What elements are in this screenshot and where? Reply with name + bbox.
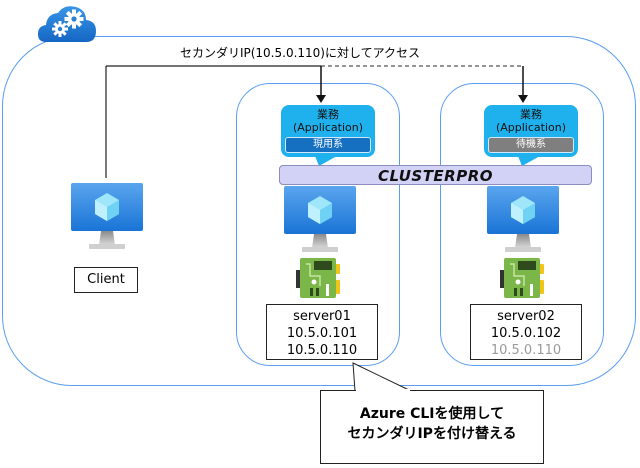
- callout-pointer: [352, 362, 412, 392]
- app-title: 業務: [317, 108, 339, 121]
- app-title: 業務: [520, 108, 542, 121]
- callout-line-2: セカンダリIPを付け替える: [347, 426, 517, 442]
- server02-application-bubble: 業務 (Application) 待機系: [484, 105, 578, 166]
- server-name: server02: [497, 309, 555, 324]
- server-name: server01: [293, 309, 351, 324]
- access-label: セカンダリIP(10.5.0.110)に対してアクセス: [179, 46, 421, 60]
- role-badge-active: 現用系: [285, 137, 371, 153]
- primary-ip: 10.5.0.101: [286, 326, 358, 341]
- secondary-ip-inactive: 10.5.0.110: [490, 343, 562, 358]
- server01-boundary: [236, 83, 400, 366]
- server02-vm-icon: [487, 186, 559, 252]
- callout-line-1: Azure CLIを使用して: [359, 406, 505, 422]
- callout-box: Azure CLIを使用して セカンダリIPを付け替える: [320, 390, 544, 464]
- primary-ip: 10.5.0.102: [490, 326, 562, 341]
- cloud-boundary: [2, 36, 636, 386]
- server01-application-bubble: 業務 (Application) 現用系: [281, 105, 375, 166]
- clusterpro-bar: CLUSTERPRO: [279, 165, 592, 185]
- server02-boundary: [440, 83, 604, 366]
- role-badge-standby: 待機系: [488, 137, 574, 153]
- callout-pointer-join: [356, 389, 410, 392]
- server01-nic-icon: [296, 258, 340, 298]
- secondary-ip-active: 10.5.0.110: [286, 343, 358, 358]
- server02-nic-icon: [500, 258, 544, 298]
- client-label: Client: [74, 267, 138, 293]
- server02-info-box: server02 10.5.0.102 10.5.0.110: [470, 304, 582, 360]
- server01-info-box: server01 10.5.0.101 10.5.0.110: [266, 304, 378, 360]
- cloud-gears-icon: [38, 6, 96, 42]
- app-subtitle: (Application): [292, 121, 364, 134]
- client-vm-icon: [71, 183, 143, 249]
- server01-vm-icon: [284, 186, 356, 252]
- arrowhead-server01: [316, 95, 326, 103]
- arrowhead-server02: [518, 95, 528, 103]
- app-subtitle: (Application): [495, 121, 567, 134]
- clusterpro-logo: CLUSTERPRO: [377, 167, 494, 185]
